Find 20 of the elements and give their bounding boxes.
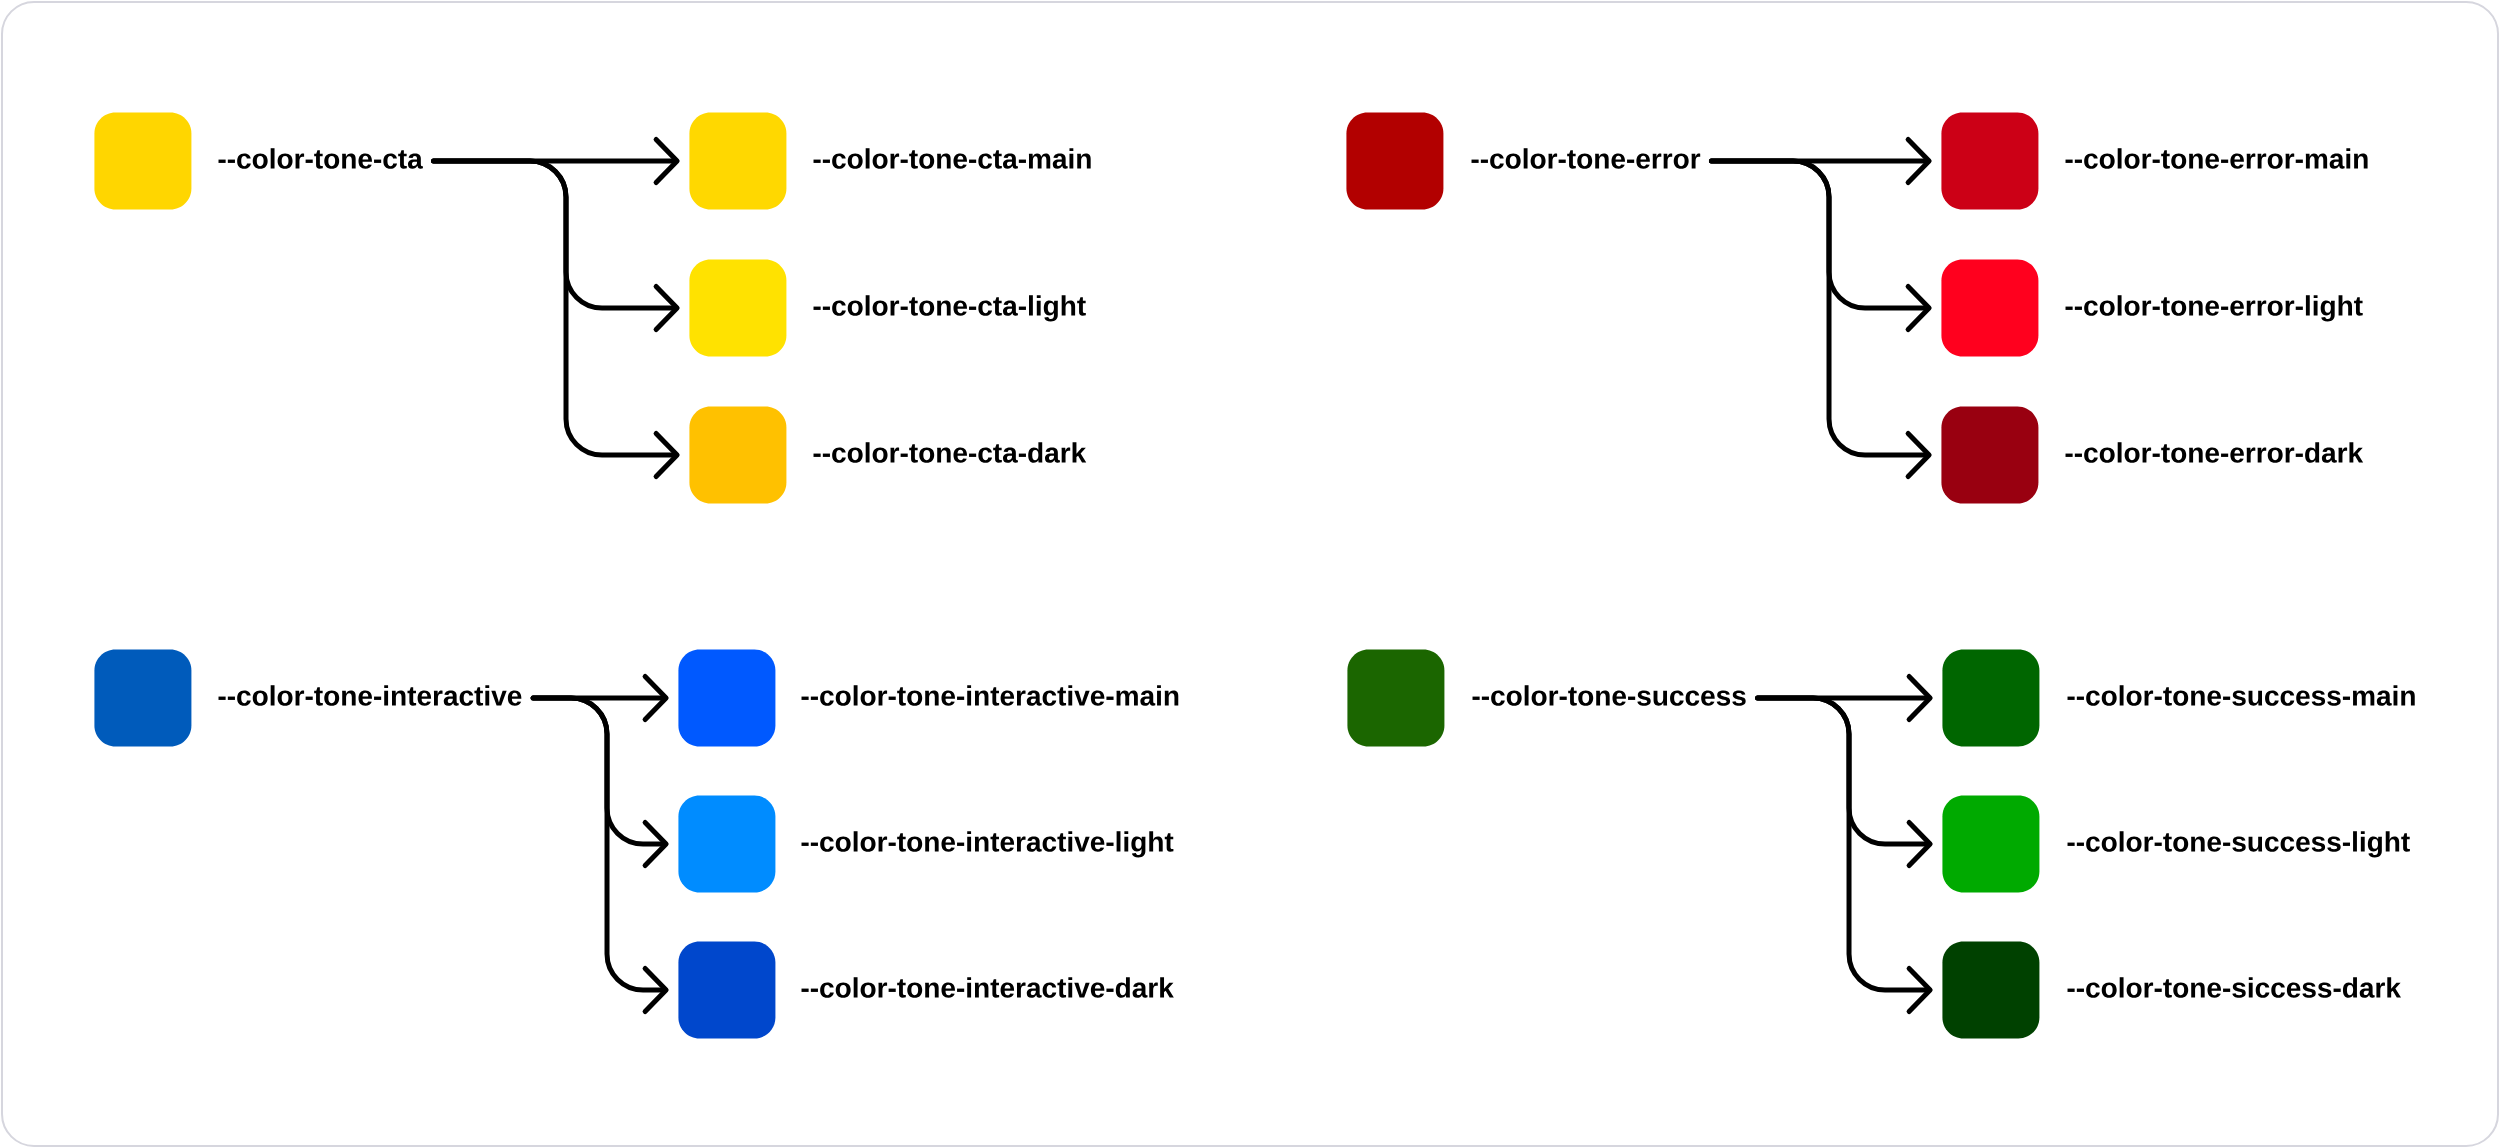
swatch-label: --color-tone-error-main [2065,148,2368,169]
swatch-label: --color-tone-interactive-dark [801,977,1174,998]
swatch-label: --color-tone-success [1472,685,1746,706]
swatch-label: --color-tone-interactive-light [801,831,1174,858]
swatch-label: --color-tone-success-light [2067,831,2410,858]
swatch-label: --color-tone-interactive [218,685,522,706]
arrow [431,158,680,479]
swatch-label: --color-tone-success-main [2067,685,2415,706]
arrow [1708,158,1932,479]
swatch-label: --color-tone-cta [218,148,423,169]
swatch-label: --color-tone-error [1471,148,1701,169]
swatch-label: --color-tone-cta-main [813,148,1091,169]
swatch-label: --color-tone-error-dark [2065,442,2364,463]
swatch-label: --color-tone-siccess-dark [2067,977,2401,998]
arrow [1755,695,1933,1014]
swatch-label: --color-tone-error-light [2065,295,2363,322]
swatch-label: --color-tone-cta-light [813,295,1086,322]
arrow [530,695,669,1014]
swatch-label: --color-tone-cta-dark [813,442,1087,463]
swatch-label: --color-tone-interactive-main [801,685,1179,706]
